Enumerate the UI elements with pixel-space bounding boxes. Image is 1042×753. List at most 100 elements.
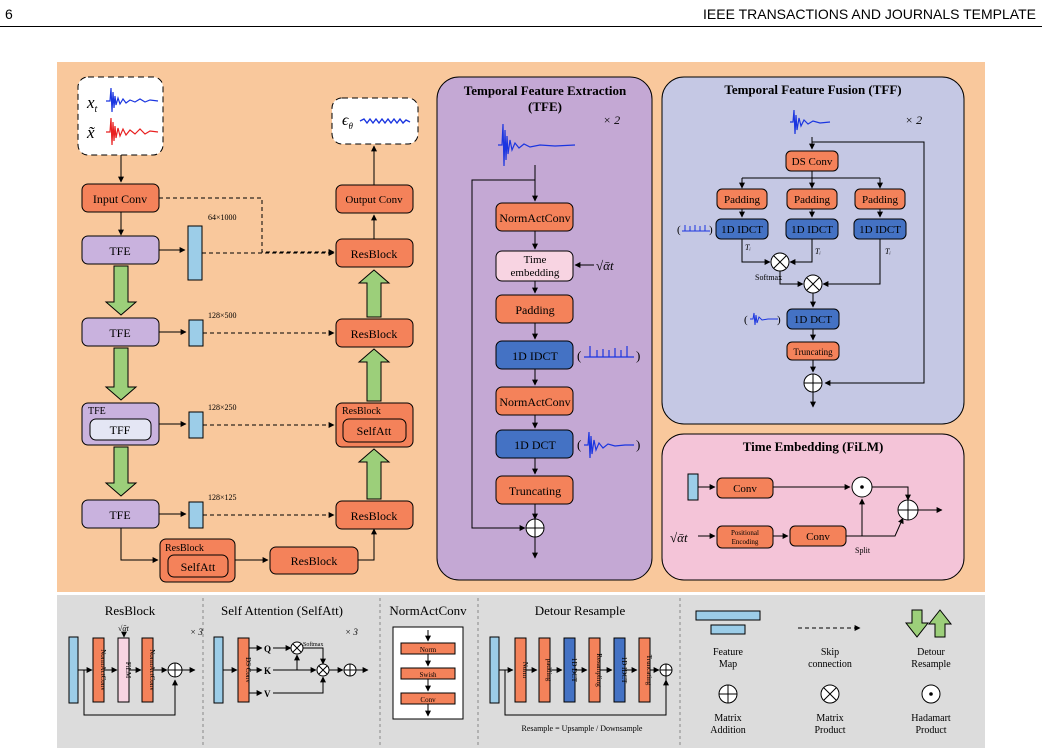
svg-text:Split: Split: [855, 546, 871, 555]
legend-resblock: ResBlock × 3 NormActConv FiLM √ᾱt NormAc…: [68, 603, 203, 716]
noise-waveform: [359, 117, 411, 125]
feature-map-icon: [695, 610, 761, 621]
svg-text:Detour Resample: Detour Resample: [535, 603, 626, 618]
signal-red-waveform: [106, 117, 159, 146]
svg-text:1D IDCT: 1D IDCT: [791, 224, 833, 236]
svg-text:Tᵢ: Tᵢ: [815, 247, 821, 256]
tff-repeat: × 2: [905, 113, 922, 127]
svg-text:ResBlock: ResBlock: [351, 247, 398, 261]
svg-text:1D IDCT: 1D IDCT: [859, 224, 901, 236]
svg-text:xt: xt: [86, 93, 98, 115]
svg-text:ResBlock: ResBlock: [351, 509, 398, 523]
svg-text:Resample = Upsample / Downsamp: Resample = Upsample / Downsample: [522, 724, 643, 733]
dct-signal: [584, 431, 634, 459]
input-x-tilde: x̃: [86, 123, 95, 142]
input-conv-block: Input Conv: [81, 183, 160, 213]
svg-text:): ): [709, 224, 713, 236]
svg-text:Self Attention (SelfAtt): Self Attention (SelfAtt): [221, 603, 343, 618]
svg-text:1D IDCT: 1D IDCT: [620, 657, 628, 684]
svg-text:(: (: [577, 437, 581, 452]
output-conv-label: Output Conv: [345, 194, 403, 206]
svg-text:Encoding: Encoding: [732, 538, 759, 546]
svg-text:Product: Product: [814, 725, 845, 736]
journal-title: IEEE TRANSACTIONS AND JOURNALS TEMPLATE: [703, 6, 1036, 22]
svg-text:Resampling: Resampling: [595, 653, 603, 687]
svg-text:(: (: [744, 314, 748, 326]
svg-text:NormActConv: NormActConv: [389, 603, 467, 618]
bottom-resblock: ResBlock: [269, 546, 359, 575]
svg-text:connection: connection: [808, 659, 852, 670]
svg-text:Matrix: Matrix: [816, 713, 843, 724]
output-conv-block: Output Conv: [335, 184, 414, 214]
svg-text:ϵθ: ϵθ: [342, 112, 353, 131]
svg-text:ResBlock: ResBlock: [105, 603, 156, 618]
svg-text:TFF: TFF: [110, 423, 131, 437]
idct-basis-signal: [584, 346, 634, 358]
svg-text:× 3: × 3: [345, 627, 358, 637]
page-number: 6: [5, 6, 13, 22]
svg-text:Map: Map: [719, 659, 737, 670]
svg-text:NormActConv: NormActConv: [499, 211, 570, 225]
svg-text:Softmax: Softmax: [755, 273, 782, 282]
svg-text:Positional: Positional: [731, 529, 759, 537]
svg-text:TFE: TFE: [88, 406, 106, 417]
svg-text:ResBlock: ResBlock: [291, 554, 338, 568]
legend-normactconv: NormActConv Norm Swish Conv: [389, 603, 467, 720]
tff-input-signal: [790, 109, 831, 135]
input-x-t: x: [86, 93, 95, 112]
input-conv-label: Input Conv: [93, 192, 147, 206]
detour-resample-up-arrow: [357, 448, 391, 500]
svg-text:Conv: Conv: [420, 696, 436, 704]
svg-text:√ᾱt: √ᾱt: [118, 624, 130, 633]
bottom-resblock-selfatt: ResBlock SelfAtt: [159, 538, 236, 583]
svg-text:Padding: Padding: [724, 194, 761, 206]
svg-text:Norm: Norm: [521, 662, 529, 679]
tfe-tff-block: TFE TFF: [81, 402, 160, 446]
svg-text:× 3: × 3: [190, 627, 203, 637]
svg-text:TFE: TFE: [109, 326, 130, 340]
svg-text:Detour: Detour: [917, 647, 945, 658]
svg-text:(: (: [577, 348, 581, 363]
svg-text:Truncating: Truncating: [793, 347, 833, 357]
feature-map-dim-2: 128×500: [208, 311, 237, 320]
svg-text:Addition: Addition: [710, 725, 746, 736]
svg-text:TFE: TFE: [109, 508, 130, 522]
svg-text:TFE: TFE: [109, 244, 130, 258]
svg-text:Tᵢ: Tᵢ: [745, 243, 751, 252]
svg-text:Norm: Norm: [420, 646, 437, 654]
skip-connections: [159, 197, 335, 518]
tff-panel-title: Temporal Feature Fusion (TFF): [724, 82, 901, 97]
detour-resample-down-arrow: [104, 265, 138, 316]
tfe-panel-title-1: Temporal Feature Extraction: [464, 83, 627, 98]
svg-text:Softmax: Softmax: [303, 641, 323, 648]
svg-text:Q: Q: [264, 644, 271, 654]
svg-text:): ): [636, 437, 640, 452]
svg-text:NormActConv: NormActConv: [99, 649, 107, 691]
svg-text:1D DCT: 1D DCT: [570, 658, 578, 683]
tfe-input-signal: [498, 123, 576, 167]
svg-text:Hadamart: Hadamart: [911, 713, 951, 724]
tfe-sqrt-alpha: √ᾱt: [596, 258, 614, 273]
svg-text:NormActConv: NormActConv: [148, 649, 156, 691]
svg-text:Matrix: Matrix: [714, 713, 741, 724]
svg-text:ResBlock: ResBlock: [342, 406, 381, 417]
tfe-block-1: TFE: [81, 235, 160, 265]
svg-text:V: V: [264, 689, 271, 699]
svg-text:Skip: Skip: [821, 647, 839, 658]
svg-text:ResBlock: ResBlock: [165, 543, 204, 554]
svg-text:Truncating: Truncating: [509, 484, 561, 498]
decoder-resblock-4: ResBlock: [335, 500, 414, 530]
svg-text:ResBlock: ResBlock: [351, 327, 398, 341]
legend-selfatt: Self Attention (SelfAtt) × 3 DS Conv Q K…: [213, 603, 369, 704]
svg-text:padding: padding: [545, 659, 553, 682]
film-sqrt-alpha: √ᾱt: [670, 530, 688, 545]
svg-text:NormActConv: NormActConv: [499, 395, 570, 409]
svg-text:SelfAtt: SelfAtt: [181, 560, 216, 574]
feature-map-dim-4: 128×125: [208, 493, 237, 502]
output-eps: ϵ: [342, 112, 349, 129]
feature-map-dim-3: 128×250: [208, 403, 237, 412]
page-header: 6 IEEE TRANSACTIONS AND JOURNALS TEMPLAT…: [0, 0, 1042, 27]
svg-text:): ): [777, 314, 781, 326]
legend-symbols: Feature Map Skip connection Detour Resam…: [695, 609, 953, 736]
svg-text:Padding: Padding: [794, 194, 831, 206]
